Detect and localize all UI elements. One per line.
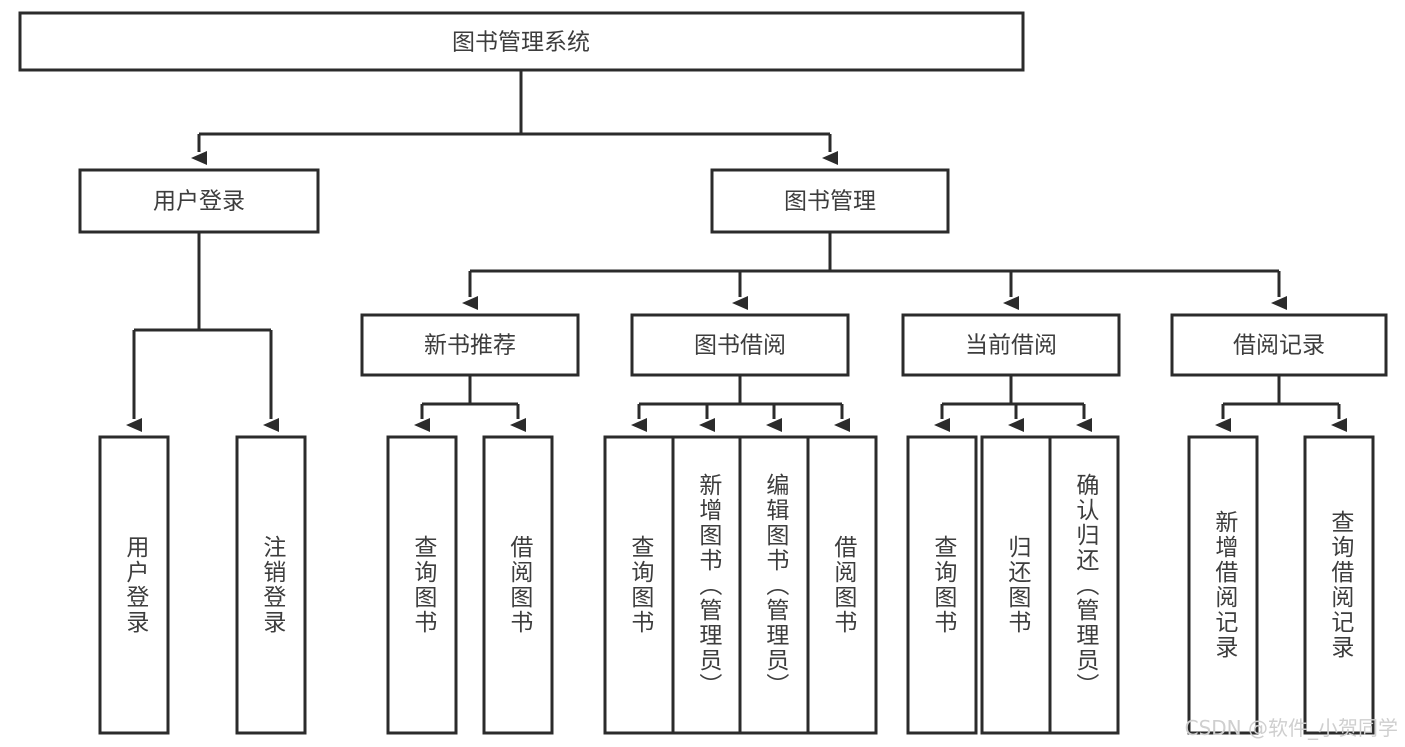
node-book-management-box[interactable] bbox=[710, 168, 950, 234]
node-layer: 图书管理系统 用户登录 图书管理 新书推荐 图书借阅 当前借阅 借阅记录 bbox=[18, 11, 1388, 735]
node-new-book-recommend-box[interactable] bbox=[360, 313, 580, 377]
leaf-box-logout[interactable] bbox=[235, 435, 307, 735]
leaf-box-edit-book[interactable] bbox=[738, 435, 810, 735]
leaf-box-confirm-return[interactable] bbox=[1048, 435, 1120, 735]
leaf-box-user-login[interactable] bbox=[98, 435, 170, 735]
node-new-book-recommend-label: 新书推荐 bbox=[424, 333, 516, 359]
node-book-borrow-box[interactable] bbox=[630, 313, 850, 377]
leaf-box-query-book-b[interactable] bbox=[603, 435, 675, 735]
leaf-box-add-book[interactable] bbox=[671, 435, 743, 735]
leaf-box-add-record[interactable] bbox=[1187, 435, 1259, 735]
node-root-label: 图书管理系统 bbox=[452, 30, 590, 56]
watermark-label: CSDN @软件_小贺同学 bbox=[1185, 716, 1398, 740]
node-user-login-box[interactable] bbox=[78, 168, 320, 234]
connector-layer bbox=[126, 70, 1347, 432]
node-root-box[interactable] bbox=[18, 11, 1025, 72]
node-user-login-label: 用户登录 bbox=[153, 189, 245, 215]
leaf-box-return-book[interactable] bbox=[980, 435, 1052, 735]
node-borrow-record-label: 借阅记录 bbox=[1233, 333, 1325, 359]
leaf-box-query-book-c[interactable] bbox=[906, 435, 978, 735]
node-current-borrow-label: 当前借阅 bbox=[965, 333, 1057, 359]
leaf-box-query-record[interactable] bbox=[1303, 435, 1375, 735]
node-borrow-record-box[interactable] bbox=[1170, 313, 1388, 377]
leaf-box-borrow-book-b[interactable] bbox=[806, 435, 878, 735]
leaf-box-query-book-a[interactable] bbox=[386, 435, 458, 735]
node-current-borrow-box[interactable] bbox=[901, 313, 1121, 377]
node-book-management-label: 图书管理 bbox=[784, 189, 876, 215]
node-book-borrow-label: 图书借阅 bbox=[694, 333, 786, 359]
leaf-box-borrow-book-a[interactable] bbox=[482, 435, 554, 735]
